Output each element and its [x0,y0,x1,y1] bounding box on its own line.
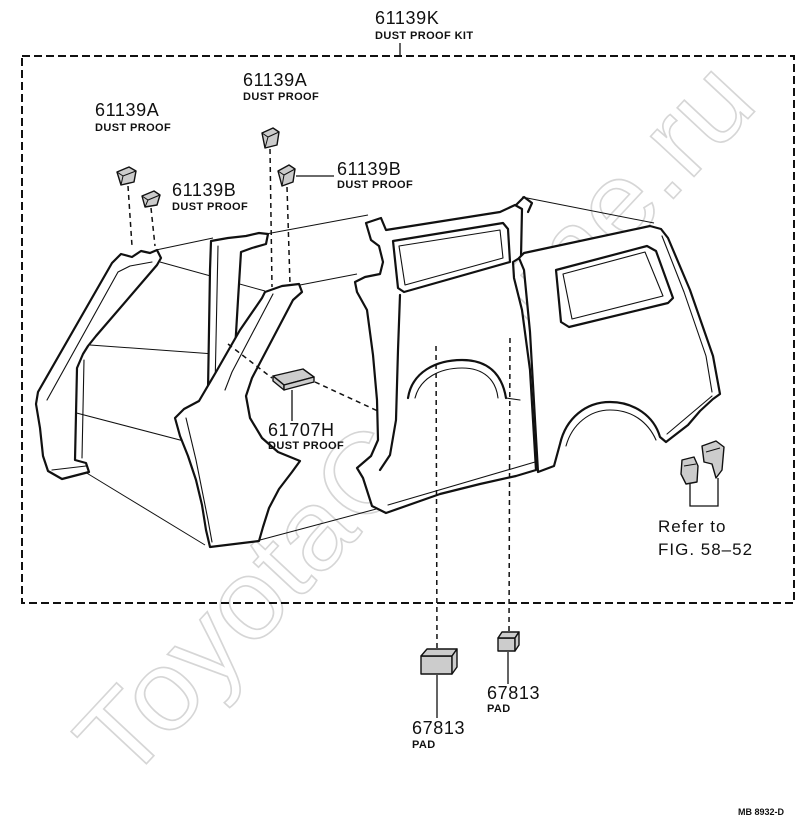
right-quarter-panel [517,224,722,474]
quarter-lower-inner-edge [185,417,213,543]
reference-leader-line [689,478,719,507]
callout-61139a-left-description: DUST PROOF [95,122,171,134]
callout-61707h-part-number: 61707H [268,420,335,440]
callout-pad-right-part-number: 67813 [487,683,540,703]
center-panel-arch-tail [505,397,521,401]
leader-61707h-left [227,343,273,379]
dust-proof-kit-frame [21,55,795,604]
center-panel-bottom-flange [387,461,536,506]
dust-proof-block-edges [277,168,296,187]
floor-guide-lower [84,471,206,546]
belt-guide-middle [299,273,358,286]
roof-guide-left [155,237,214,251]
dust-proof-block-edges [141,194,161,208]
roof-guide-middle [265,214,369,235]
leader-pad-left [435,344,438,649]
leader-61139b-left [150,207,156,247]
figure-code: MB 8932-D [738,807,785,817]
dust-proof-block-edges [116,170,137,186]
callout-61139b-center-part-number: 61139B [337,159,401,179]
pad-67813-left [420,648,458,675]
quarter-pillar-lower-panel [173,282,304,549]
quarter-window-opening [554,244,675,329]
pad-top-face [420,648,458,657]
callout-61139b-left-description: DUST PROOF [172,201,248,213]
dust-proof-pieces [116,127,315,391]
leader-61139a-center [269,148,273,288]
pad-front-face [420,655,453,675]
callout-pad-right-description: PAD [487,703,511,715]
dust-proof-block-edges [261,131,280,149]
rear-side-panel-inner-edge [81,359,85,459]
dust-proof-block [116,166,137,186]
rear-pillar-inner-edge [214,245,219,389]
kit-part-number: 61139K [375,8,439,28]
bracket-right [701,440,725,479]
roof-guide-right [521,196,655,224]
referenced-brackets [680,440,725,507]
center-panel-wheel-arch-flange [414,367,499,399]
leader-pad-right [508,335,511,632]
rear-side-panel-foot [51,465,87,471]
bracket-left [680,456,699,485]
quarter-pillar-inner-edge [224,293,274,391]
center-side-panel [353,203,538,515]
quarter-rear-edge-flange [661,235,713,393]
quarter-window-flange [562,251,664,320]
callout-61139b-center-description: DUST PROOF [337,179,413,191]
pad-side-face [514,631,520,652]
reference-line-1: Refer to [658,517,726,536]
center-panel-window-flange [398,229,504,286]
bracket-left-edge [683,463,697,467]
pad-67813-right [497,631,520,652]
dust-proof-pad-front [283,376,315,391]
rear-side-panel [34,248,163,481]
pad-front-face [497,637,516,652]
leader-lines [127,148,511,718]
dust-proof-61707h [272,368,315,391]
dust-proof-61139a-left [116,166,137,186]
pads [420,631,520,675]
dust-proof-block [277,164,296,187]
leader-61139a-left [127,185,133,247]
callout-61139a-left-part-number: 61139A [95,100,159,120]
kit-description: DUST PROOF KIT [375,30,474,42]
center-panel-pillar-edge [378,293,402,472]
pad-side-face [451,648,458,675]
callout-61139a-center-description: DUST PROOF [243,91,319,103]
center-panel-window-opening [391,221,512,294]
callout-61139a-center-part-number: 61139A [243,70,307,90]
dust-proof-61139b-left [141,190,161,208]
part-labels: 61139K DUST PROOF KIT 61139A DUST PROOF … [95,8,785,817]
floor-guide-middle [259,507,381,541]
leader-61139b-center [286,186,291,285]
quarter-bottom-flange [666,395,713,435]
callout-61707h-description: DUST PROOF [268,440,344,452]
center-panel-wheel-arch [406,358,508,400]
dust-proof-block [261,127,280,149]
bracket-right-edge [705,447,721,453]
quarter-wheel-arch-flange [565,409,657,447]
dust-proof-61139b-center [277,164,296,187]
vehicle-body-panels [34,195,722,549]
dust-proof-61139a-center [261,127,280,149]
rear-side-panel-edge [46,261,153,401]
callout-pad-left-description: PAD [412,739,436,751]
body-guide-lines [41,196,655,546]
center-panel-roof-tab [514,195,534,214]
callout-61139b-left-part-number: 61139B [172,180,236,200]
reference-line-2: FIG. 58–52 [658,540,753,559]
leader-61707h-right [314,381,381,413]
window-guide [89,344,229,356]
callout-pad-left-part-number: 67813 [412,718,465,738]
